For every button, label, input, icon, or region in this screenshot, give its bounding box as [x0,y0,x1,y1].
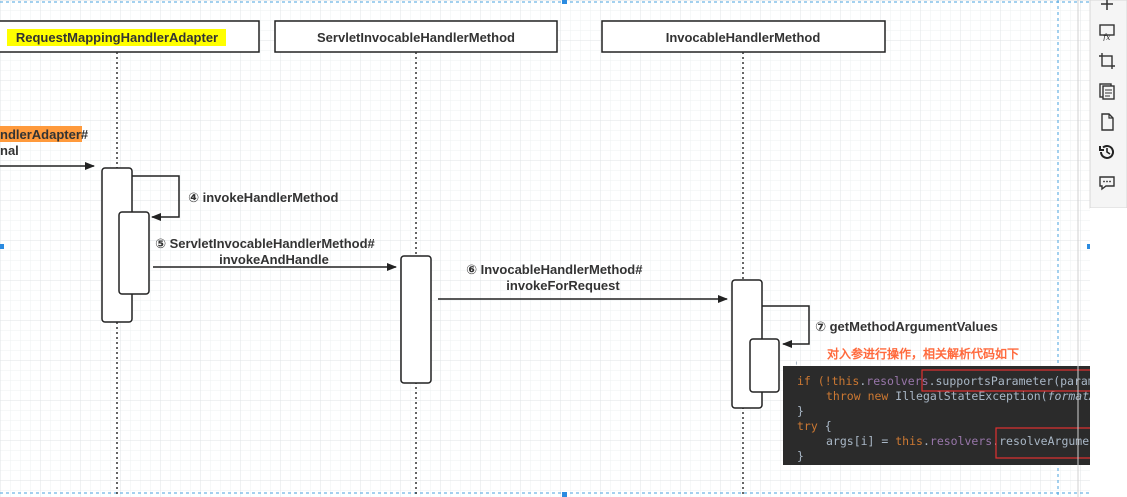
lifeline-header-invocable[interactable]: InvocableHandlerMethod [601,20,886,53]
activation-invocable-nested[interactable] [749,338,780,393]
svg-text:fx: fx [1102,33,1111,41]
message-6-label-line1: ⑥ InvocableHandlerMethod# [466,262,643,277]
message-5-label-line2: invokeAndHandle [219,252,329,267]
lifeline-header-adapter[interactable]: RequestMappingHandlerAdapter [0,20,260,53]
selection-handle-bottom[interactable] [562,492,567,497]
selection-handle-right[interactable] [1087,244,1091,249]
message-incoming[interactable]: ndlerAdapter# nal [0,126,95,170]
formula-icon[interactable]: fx [1095,20,1119,44]
selection-handle-top[interactable] [562,0,567,4]
history-icon[interactable] [1095,140,1119,164]
message-4-label: ④ invokeHandlerMethod [188,190,338,205]
activation-adapter-nested[interactable] [118,211,150,295]
code-line-5: args[i] = this.resolvers.resolveArgument… [826,434,1124,448]
header-highlight [7,29,226,46]
self-call-arrow-4 [132,175,180,221]
code-snippet[interactable]: ' if (!this.resolvers.supportsParameter(… [783,359,1127,465]
code-background [783,366,1127,465]
comment-icon[interactable] [1095,171,1119,195]
code-line-4: try { [797,419,832,433]
annotation-note: 对入参进行操作，相关解析代码如下 [827,346,1019,361]
cursor-icon[interactable] [1095,0,1119,16]
side-toolbar-empty [1090,208,1127,497]
message-5-invokeAndHandle[interactable]: ⑤ ServletInvocableHandlerMethod# invokeA… [153,236,397,271]
code-line-3: } [797,404,804,418]
message-6-label-line2: invokeForRequest [506,278,620,293]
crop-icon[interactable] [1095,49,1119,73]
code-line-1: if (!this.resolvers.supportsParameter(pa… [797,374,1123,388]
self-call-arrow-7 [762,305,810,348]
selection-handle-left[interactable] [0,244,4,249]
lifeline-title-adapter: RequestMappingHandlerAdapter [16,30,218,45]
code-line-6: } [797,449,804,463]
incoming-highlight [0,126,82,142]
message-7-getMethodArgumentValues[interactable]: ⑦ getMethodArgumentValues [762,305,998,348]
incoming-label-line1: ndlerAdapter# [0,127,89,142]
message-7-label: ⑦ getMethodArgumentValues [815,319,998,334]
lifeline-title-servlet: ServletInvocableHandlerMethod [317,30,515,45]
copy-icon[interactable] [1095,79,1119,103]
message-6-invokeForRequest[interactable]: ⑥ InvocableHandlerMethod# invokeForReque… [438,262,728,303]
message-5-label-line1: ⑤ ServletInvocableHandlerMethod# [155,236,376,251]
page-icon[interactable] [1095,110,1119,134]
incoming-label-line2: nal [0,143,19,158]
message-4-invokeHandlerMethod[interactable]: ④ invokeHandlerMethod [132,175,338,221]
lifeline-header-servlet[interactable]: ServletInvocableHandlerMethod [274,20,558,53]
svg-text:': ' [793,359,800,373]
lifeline-title-invocable: InvocableHandlerMethod [666,30,821,45]
activation-servlet[interactable] [400,255,432,384]
